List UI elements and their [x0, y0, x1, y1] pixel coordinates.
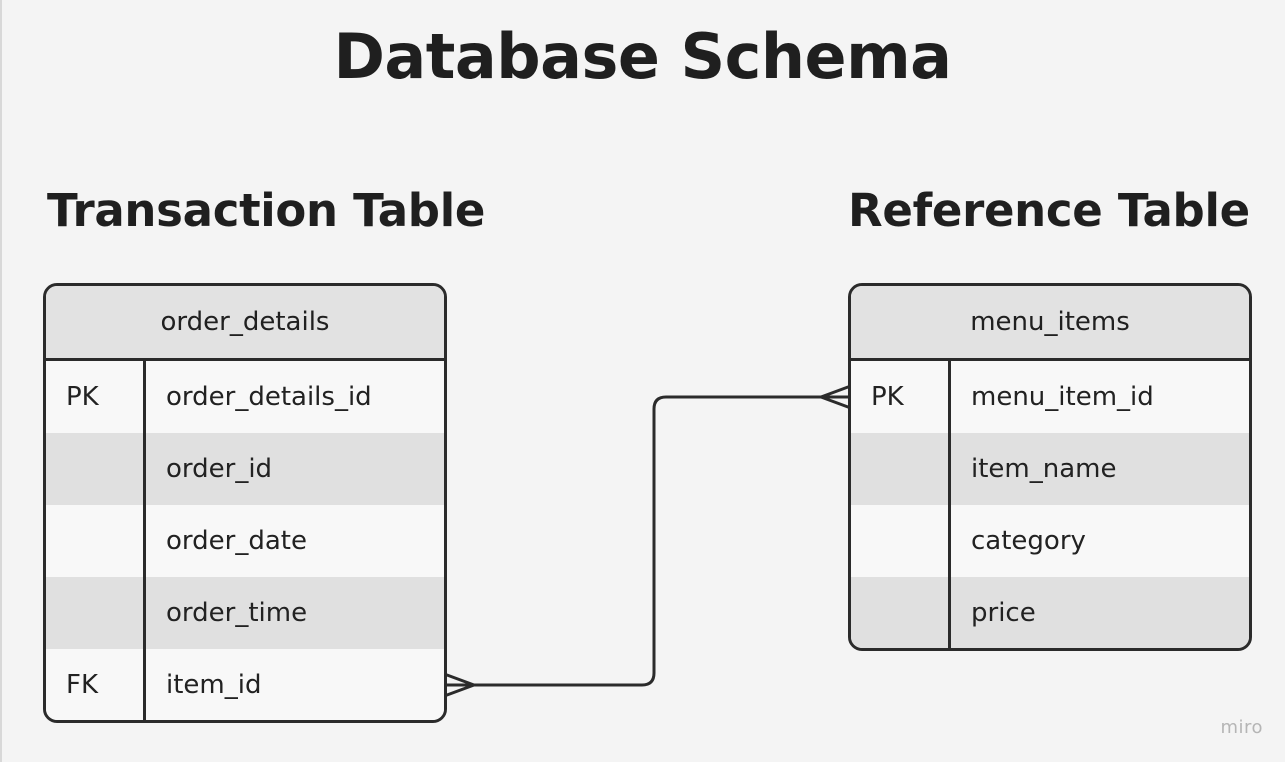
- key-cell: [46, 433, 146, 505]
- key-cell: [851, 577, 951, 648]
- table-row: PK menu_item_id: [851, 361, 1249, 433]
- frame-edge: [0, 0, 2, 762]
- key-cell: [46, 505, 146, 577]
- field-cell: order_time: [166, 598, 308, 628]
- table-row: PK order_details_id: [46, 361, 444, 433]
- table-row: FK item_id: [46, 649, 444, 720]
- field-cell: order_details_id: [166, 382, 372, 412]
- table-row: order_date: [46, 505, 444, 577]
- field-cell: menu_item_id: [971, 382, 1154, 412]
- field-cell: order_id: [166, 454, 273, 484]
- table-menu-items[interactable]: menu_items PK menu_item_id item_name cat…: [848, 283, 1252, 651]
- field-cell: order_date: [166, 526, 307, 556]
- table-order-details[interactable]: order_details PK order_details_id order_…: [43, 283, 447, 723]
- key-cell: [851, 433, 951, 505]
- field-cell: item_name: [971, 454, 1117, 484]
- key-cell: PK: [46, 361, 146, 433]
- key-cell: PK: [851, 361, 951, 433]
- table-header: menu_items: [851, 286, 1249, 361]
- key-cell: [851, 505, 951, 577]
- table-row: order_id: [46, 433, 444, 505]
- section-title-transaction: Transaction Table: [47, 184, 486, 237]
- table-row: order_time: [46, 577, 444, 649]
- field-cell: price: [971, 598, 1036, 628]
- section-title-reference: Reference Table: [848, 184, 1250, 237]
- crowfoot-right-icon: [819, 385, 850, 409]
- miro-watermark: miro: [1220, 717, 1263, 738]
- table-rows: PK order_details_id order_id order_date …: [46, 361, 444, 720]
- table-row: price: [851, 577, 1249, 648]
- table-row: item_name: [851, 433, 1249, 505]
- field-cell: category: [971, 526, 1086, 556]
- key-cell: FK: [46, 649, 146, 720]
- table-rows: PK menu_item_id item_name category price: [851, 361, 1249, 648]
- crowfoot-left-icon: [445, 673, 476, 697]
- connector-line: [445, 395, 850, 687]
- field-cell: item_id: [166, 670, 262, 700]
- table-header: order_details: [46, 286, 444, 361]
- key-cell: [46, 577, 146, 649]
- table-row: category: [851, 505, 1249, 577]
- page-title: Database Schema: [333, 20, 952, 93]
